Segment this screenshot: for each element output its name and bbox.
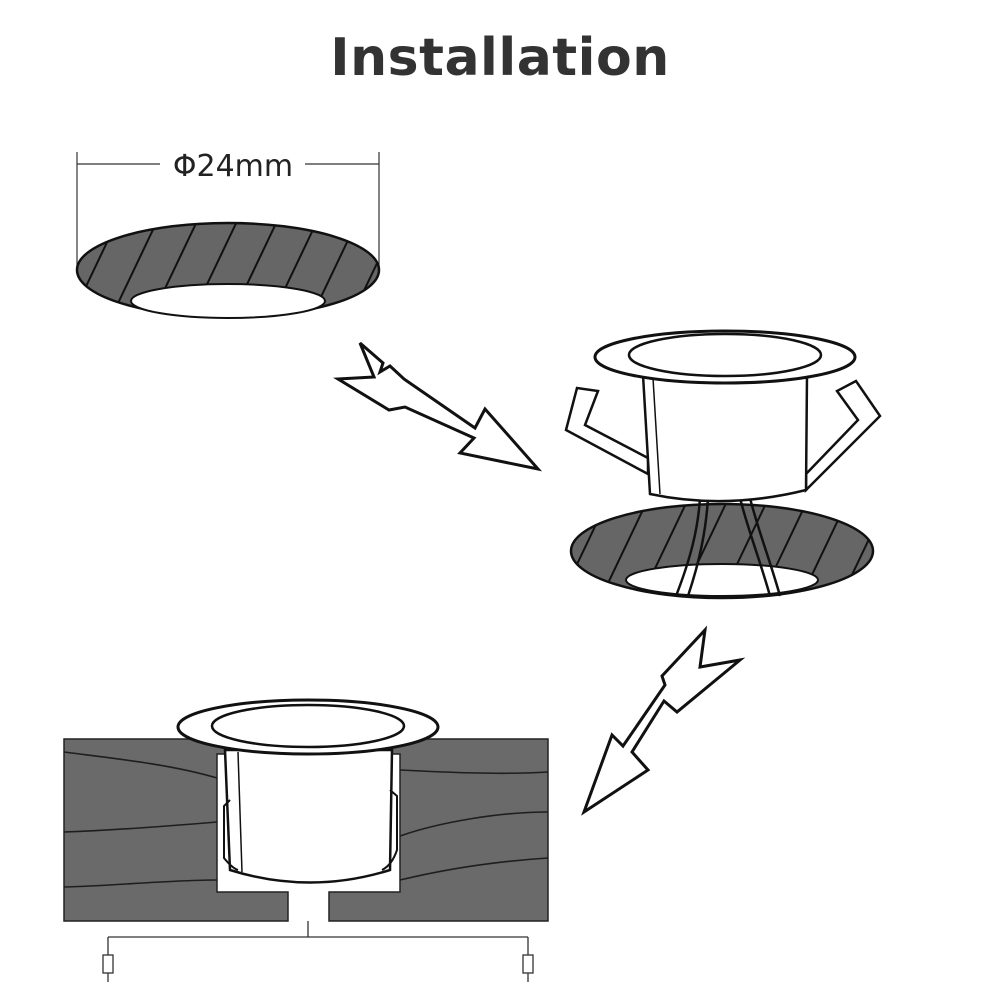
step1-hole-group: Φ24mm	[75, 149, 381, 319]
connector-left	[102, 954, 114, 974]
light-fitting	[564, 329, 882, 503]
spring-clip-left	[564, 386, 650, 477]
diameter-label: Φ24mm	[173, 149, 293, 184]
wiring	[102, 921, 534, 982]
arrow-step2-to-step3	[581, 625, 746, 816]
dimension-line: Φ24mm	[76, 149, 380, 268]
step2-insert-group	[564, 329, 882, 600]
connector-right	[522, 954, 534, 974]
step3-installed-group	[63, 698, 549, 982]
light-wires	[674, 497, 782, 597]
hole-ring	[75, 221, 381, 319]
arrow-step1-to-step2	[333, 341, 543, 472]
hole-ring-2	[569, 502, 875, 600]
installed-light	[176, 698, 440, 884]
spring-clip-right	[804, 379, 882, 494]
page-title: Installation	[330, 28, 670, 88]
wood-block	[63, 738, 549, 922]
